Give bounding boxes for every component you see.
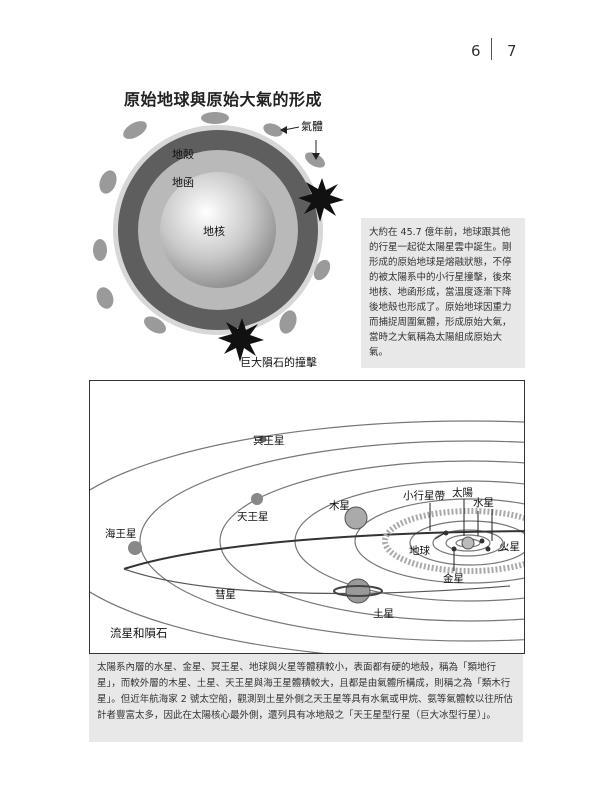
label-mantle: 地函 xyxy=(172,176,194,189)
solar-system-caption: 太陽系內層的水星、金星、冥王星、地球與火星等體積較小，表面都有硬的地殼，稱為「類… xyxy=(89,654,523,742)
orbit-venus xyxy=(445,534,491,552)
page-number-right: 7 xyxy=(507,42,517,60)
jupiter-planet xyxy=(344,506,368,530)
earth-planet xyxy=(443,530,449,536)
label-earth: 地球 xyxy=(409,545,430,557)
orbit-outer-1 xyxy=(90,420,524,653)
label-gas: 氣體 xyxy=(301,120,323,133)
label-jupiter: 木星 xyxy=(329,500,350,512)
label-asteroid-belt: 小行星帶 xyxy=(403,490,445,502)
label-crust: 地殼 xyxy=(172,148,194,161)
earth-cross-section-diagram xyxy=(93,112,344,362)
label-mars: 火星 xyxy=(499,541,520,553)
impact-star-bottom xyxy=(218,318,264,362)
page-number-divider xyxy=(491,38,492,60)
orbit-pluto xyxy=(123,530,524,570)
saturn-planet xyxy=(333,578,383,604)
orbit-outer-2 xyxy=(139,440,524,642)
label-mercury: 水星 xyxy=(473,497,494,509)
label-neptune: 海王星 xyxy=(105,528,137,540)
orbit-outer-3 xyxy=(219,460,524,622)
orbit-mars xyxy=(409,520,524,566)
venus-planet xyxy=(451,546,457,552)
orbit-comet xyxy=(123,568,511,595)
earth-figure-title: 原始地球與原始大氣的形成 xyxy=(124,90,323,109)
solar-system-diagram: 冥王星 天王星 木星 小行星帶 太陽 水星 海王星 地球 火星 金星 彗星 土星… xyxy=(89,380,525,654)
label-venus: 金星 xyxy=(443,573,464,585)
neptune-planet xyxy=(128,541,142,555)
label-pluto: 冥王星 xyxy=(253,435,285,447)
impact-star-right xyxy=(298,178,344,222)
orbit-earth xyxy=(432,529,504,557)
label-comet: 彗星 xyxy=(215,589,236,601)
label-core: 地核 xyxy=(203,225,225,238)
page-number-left: 6 xyxy=(471,42,481,60)
uranus-planet xyxy=(251,493,263,505)
label-uranus: 天王星 xyxy=(237,511,269,523)
label-impact: 巨大隕石的撞擊 xyxy=(240,356,317,369)
mercury-planet xyxy=(479,538,485,544)
label-sun: 太陽 xyxy=(452,487,473,499)
orbit-jupiter xyxy=(354,498,524,584)
label-meteors: 流星和隕石 xyxy=(110,626,168,640)
label-saturn: 土星 xyxy=(373,608,394,620)
pluto-planet xyxy=(259,435,267,443)
sun xyxy=(461,536,475,550)
core-layer xyxy=(160,172,276,288)
mars-planet xyxy=(485,546,491,552)
solar-system-orbits xyxy=(90,420,524,653)
earth-description-box: 大約在 45.7 億年前，地球跟其他的行星一起從太陽星雲中誕生。剛形成的原始地球… xyxy=(361,218,525,368)
gas-blobs xyxy=(93,112,331,334)
